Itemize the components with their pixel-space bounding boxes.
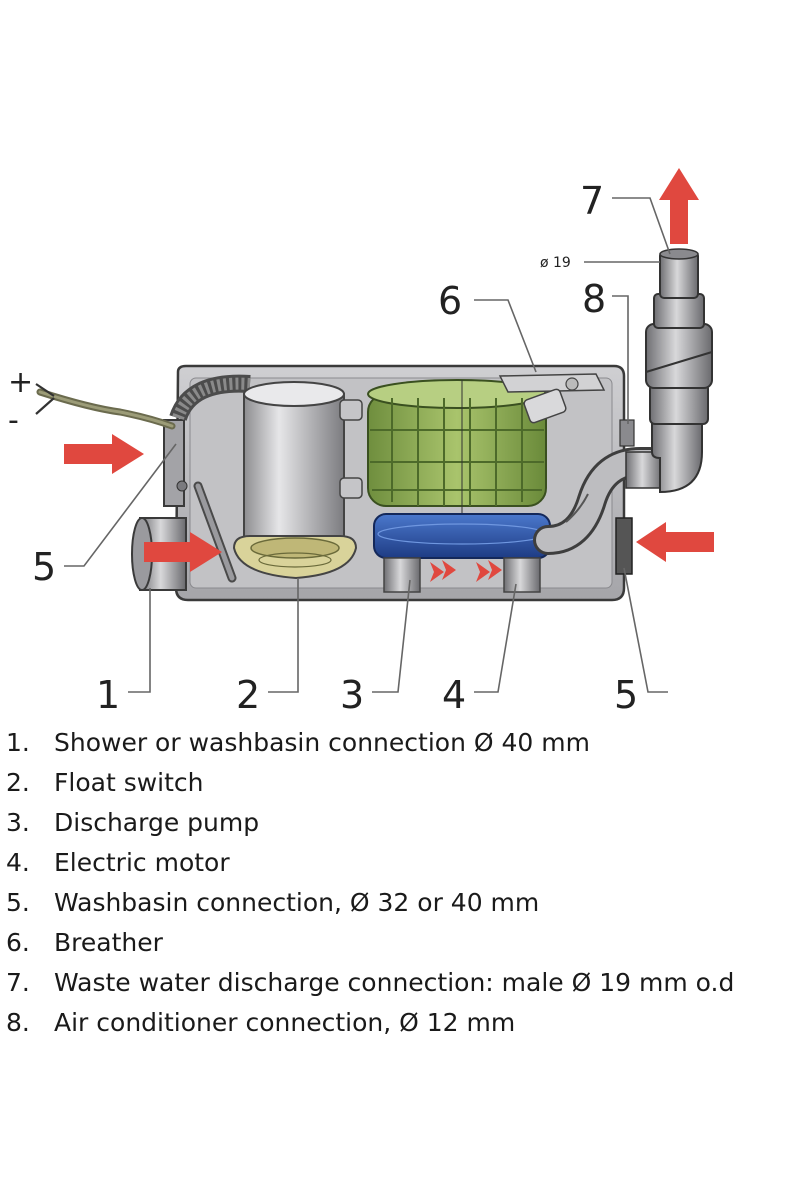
legend-text: Electric motor: [54, 847, 230, 877]
arrow-left-inlet-upper: [64, 434, 144, 474]
callout-7: 7: [580, 179, 604, 223]
breather: [498, 373, 606, 424]
flow-arrows: [64, 168, 714, 572]
internal-flow-arrows: [430, 560, 502, 582]
pump-diagram: + -: [8, 168, 714, 717]
legend-text: Shower or washbasin connection Ø 40 mm: [54, 727, 590, 757]
legend-item: 7. Waste water discharge connection: male…: [6, 962, 800, 1002]
legend-item: 4. Electric motor: [6, 842, 800, 882]
callout-3: 3: [340, 673, 364, 717]
outlet-pipe: [625, 248, 713, 494]
legend-text: Air conditioner connection, Ø 12 mm: [54, 1007, 516, 1037]
arrow-right-inlet: [636, 522, 714, 562]
internal-hose: [169, 374, 251, 422]
legend-number: 6.: [6, 927, 30, 957]
left-washbasin-connection: [163, 419, 188, 507]
legend-text: Washbasin connection, Ø 32 or 40 mm: [54, 887, 540, 917]
float-switch-lever: [193, 481, 237, 583]
legend-number: 8.: [6, 1007, 30, 1037]
legend-item: 6. Breather: [6, 922, 800, 962]
legend-number: 1.: [6, 727, 30, 757]
callout-4: 4: [442, 673, 466, 717]
legend-item: 5. Washbasin connection, Ø 32 or 40 mm: [6, 882, 800, 922]
pump-feet: [383, 557, 541, 593]
arrow-up-outlet: [659, 168, 699, 244]
legend-text: Float switch: [54, 767, 204, 797]
power-cable: [35, 383, 176, 430]
legend-text: Breather: [54, 927, 163, 957]
legend-number: 5.: [6, 887, 30, 917]
float-switch: [232, 381, 363, 580]
legend-item: 1. Shower or washbasin connection Ø 40 mm: [6, 722, 800, 762]
minus-sign: -: [8, 403, 19, 438]
legend-item: 3. Discharge pump: [6, 802, 800, 842]
callout-2: 2: [236, 673, 260, 717]
legend-text: Waste water discharge connection: male Ø…: [54, 967, 735, 997]
plus-sign: +: [8, 365, 33, 400]
callout-1: 1: [96, 673, 120, 717]
leader-lines: [64, 197, 671, 693]
callout-5-right: 5: [614, 673, 638, 717]
callout-8: 8: [582, 277, 606, 321]
component-legend: 1. Shower or washbasin connection Ø 40 mm…: [6, 722, 800, 1042]
filter-basket: [367, 379, 547, 520]
legend-number: 3.: [6, 807, 30, 837]
arrow-left-inlet-lower: [144, 532, 222, 572]
discharge-pump: [373, 513, 551, 559]
legend-number: 7.: [6, 967, 30, 997]
legend-item: 2. Float switch: [6, 762, 800, 802]
callout-5-left: 5: [32, 545, 56, 589]
right-washbasin-connection: [615, 419, 635, 575]
legend-text: Discharge pump: [54, 807, 260, 837]
legend-number: 2.: [6, 767, 30, 797]
legend-item: 8. Air conditioner connection, Ø 12 mm: [6, 1002, 800, 1042]
callout-6: 6: [438, 279, 462, 323]
legend-number: 4.: [6, 847, 30, 877]
outlet-diameter-label: ø 19: [540, 255, 571, 271]
